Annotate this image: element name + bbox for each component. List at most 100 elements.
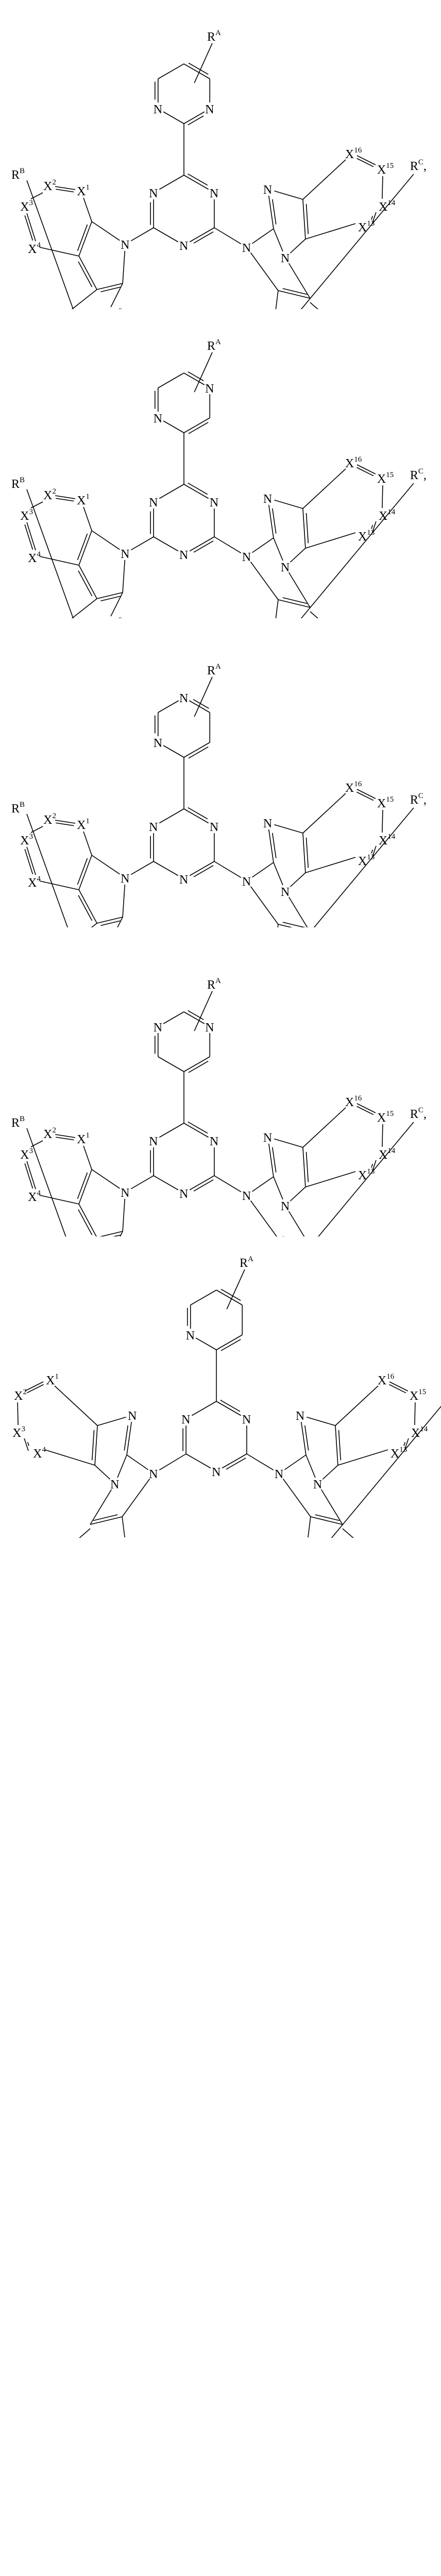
x3-atom: X3 — [20, 1147, 33, 1162]
x13-atom: X13 — [358, 529, 375, 544]
x1-atom: X1 — [77, 1131, 90, 1146]
x2-atom: X2 — [14, 1388, 27, 1403]
nitrogen-atom: N — [110, 1478, 119, 1492]
x15-atom: X15 — [410, 1388, 426, 1403]
rc-label: RC, — [410, 158, 427, 173]
nitrogen-atom: N — [179, 240, 188, 253]
x16-atom: X16 — [345, 780, 362, 795]
nitrogen-atom: N — [313, 1478, 322, 1492]
x4-atom: X4 — [28, 1189, 41, 1204]
nitrogen-atom: N — [205, 382, 214, 396]
x15-atom: X15 — [377, 795, 394, 810]
ra-label: RA — [207, 338, 221, 353]
x16-atom: X16 — [345, 1094, 362, 1109]
nitrogen-atom: N — [210, 496, 218, 510]
structure-4: NNNNNRANNNX16X15X14X13X9X10X11X12RC,NX1X… — [0, 927, 441, 1236]
nitrogen-atom: N — [179, 873, 188, 887]
structure-5: NNNNRANNNX16X15X14X13X9X10X11X12RC,NNNX1… — [0, 1236, 441, 1538]
nitrogen-atom: N — [121, 548, 129, 561]
nitrogen-atom: N — [210, 1135, 218, 1148]
x2-atom: X2 — [43, 178, 56, 193]
nitrogen-atom: N — [210, 187, 218, 200]
x15-atom: X15 — [377, 471, 394, 486]
x1-atom: X1 — [77, 817, 90, 832]
nitrogen-atom: N — [121, 872, 129, 886]
rb-label: RB — [11, 167, 25, 182]
nitrogen-atom: N — [263, 183, 272, 197]
nitrogen-atom: N — [212, 1466, 220, 1479]
nitrogen-atom: N — [242, 242, 251, 255]
ra-label: RA — [207, 663, 221, 677]
ra-label: RA — [207, 29, 221, 44]
x3-atom: X3 — [20, 199, 33, 214]
x2-atom: X2 — [43, 812, 56, 827]
x16-atom: X16 — [345, 146, 362, 161]
nitrogen-atom: N — [242, 875, 251, 889]
nitrogen-atom: N — [154, 412, 162, 426]
nitrogen-atom: N — [179, 1188, 188, 1201]
nitrogen-atom: N — [281, 252, 290, 265]
nitrogen-atom: N — [275, 1468, 283, 1481]
x4-atom: X4 — [28, 241, 41, 256]
rb-label: RB — [11, 476, 25, 491]
rc-label: RC, — [410, 1106, 427, 1121]
nitrogen-atom: N — [296, 1410, 304, 1423]
x15-atom: X15 — [377, 162, 394, 177]
structure-1: NNNNNRANNNX16X15X14X13X9X10X11X12RC,NX1X… — [0, 0, 441, 309]
nitrogen-atom: N — [154, 737, 162, 750]
nitrogen-atom: N — [263, 817, 272, 831]
nitrogen-atom: N — [281, 886, 290, 899]
rb-label: RB — [11, 1115, 25, 1130]
nitrogen-atom: N — [242, 1190, 251, 1203]
nitrogen-atom: N — [179, 692, 188, 705]
nitrogen-atom: N — [179, 549, 188, 562]
x16-atom: X16 — [378, 1372, 395, 1387]
nitrogen-atom: N — [263, 493, 272, 506]
nitrogen-atom: N — [121, 1187, 129, 1200]
x16-atom: X16 — [345, 455, 362, 470]
nitrogen-atom: N — [181, 1413, 190, 1427]
rc-label: RC, — [410, 792, 427, 807]
x9-atom: X9 — [301, 1537, 314, 1538]
x1-atom: X1 — [77, 183, 90, 198]
x1-atom: X1 — [46, 1372, 59, 1387]
x4-atom: X4 — [28, 550, 41, 565]
rb-label: RB — [11, 801, 25, 816]
x2-atom: X2 — [43, 487, 56, 502]
x13-atom: X13 — [391, 1446, 407, 1461]
nitrogen-atom: N — [149, 1468, 158, 1481]
ra-label: RA — [207, 977, 221, 992]
nitrogen-atom: N — [154, 1021, 162, 1035]
x2-atom: X2 — [43, 1126, 56, 1141]
x3-atom: X3 — [20, 833, 33, 848]
nitrogen-atom: N — [149, 821, 158, 834]
nitrogen-atom: N — [205, 103, 214, 116]
ra-label: RA — [240, 1255, 253, 1270]
nitrogen-atom: N — [242, 1413, 251, 1427]
nitrogen-atom: N — [149, 496, 158, 510]
x13-atom: X13 — [358, 853, 375, 868]
nitrogen-atom: N — [121, 239, 129, 252]
x4-atom: X4 — [28, 875, 41, 890]
nitrogen-atom: N — [281, 1200, 290, 1213]
rc-label: RC, — [410, 467, 427, 482]
nitrogen-atom: N — [154, 103, 162, 116]
x13-atom: X13 — [358, 1167, 375, 1182]
nitrogen-atom: N — [242, 551, 251, 564]
x3-atom: X3 — [12, 1425, 25, 1440]
nitrogen-atom: N — [205, 1021, 214, 1035]
nitrogen-atom: N — [149, 1135, 158, 1148]
x8-atom: X8 — [122, 1537, 135, 1538]
nitrogen-atom: N — [210, 821, 218, 834]
nitrogen-atom: N — [263, 1131, 272, 1145]
nitrogen-atom: N — [186, 1329, 195, 1343]
nitrogen-atom: N — [128, 1410, 137, 1423]
x4-atom: X4 — [33, 1446, 46, 1461]
x1-atom: X1 — [77, 493, 90, 507]
x15-atom: X15 — [377, 1110, 394, 1125]
structure-2: NNNNNRANNNX16X15X14X13X9X10X11X12RC,NX1X… — [0, 309, 441, 618]
nitrogen-atom: N — [149, 187, 158, 200]
x3-atom: X3 — [20, 508, 33, 523]
x13-atom: X13 — [358, 219, 375, 234]
structure-3: NNNNNRANNNX16X15X14X13X9X10X11X12RC,NX1X… — [0, 618, 441, 927]
